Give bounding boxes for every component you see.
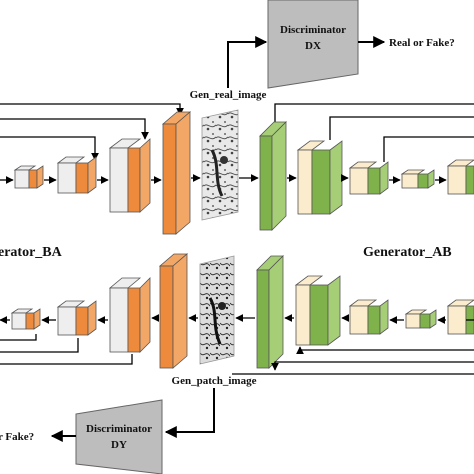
skip-bottom-5 xyxy=(271,361,474,371)
gen-patch-to-dy-arrow xyxy=(164,388,215,438)
discriminator-dx-shape xyxy=(267,0,359,89)
skip-bottom-4 xyxy=(296,346,474,355)
skip-top-5 xyxy=(329,116,474,140)
top-green-block-1 xyxy=(296,140,343,215)
skip-bottom-3 xyxy=(0,354,133,365)
skip-top-4 xyxy=(274,103,474,122)
gen-real-to-dx-arrow xyxy=(227,36,268,88)
bottom-orange-layer-tall xyxy=(158,253,189,369)
gen-patch-image-label: Gen_patch_image xyxy=(172,375,257,387)
skip-top-1 xyxy=(0,103,184,116)
skip-top-3 xyxy=(0,136,99,161)
generator-ab-label: Generator_AB xyxy=(363,245,452,260)
top-green-block-2 xyxy=(348,161,389,195)
skip-top-2 xyxy=(0,118,149,140)
top-orange-block-1 xyxy=(13,165,44,189)
top-orange-layer-tall xyxy=(161,111,192,235)
discriminator-dx-subtitle: DX xyxy=(305,40,321,52)
discriminator-dy-title: Discriminator xyxy=(86,423,152,435)
skip-bottom-1 xyxy=(0,334,37,341)
discriminator-dy-shape xyxy=(75,399,163,474)
top-orange-block-3 xyxy=(108,138,151,213)
top-green-block-4-partial xyxy=(446,159,474,195)
real-or-fake-top: Real or Fake? xyxy=(389,37,455,49)
bottom-green-block-4-partial xyxy=(446,299,474,335)
gen-real-image-thumbnail xyxy=(201,109,239,221)
bottom-orange-block-2 xyxy=(56,300,97,336)
gen-real-image-label: Gen_real_image xyxy=(190,89,267,101)
discriminator-dx: Discriminator DX xyxy=(267,0,359,89)
top-green-layer-tall xyxy=(259,121,287,231)
discriminator-dx-title: Discriminator xyxy=(280,24,346,36)
discriminator-dy-subtitle: DY xyxy=(111,439,127,451)
bottom-orange-block-1 xyxy=(10,308,41,330)
bottom-orange-block-3 xyxy=(108,277,151,353)
discriminator-dy: Discriminator DY xyxy=(75,399,163,474)
skip-top-6 xyxy=(383,136,474,162)
generator-ba-label: erator_BA xyxy=(0,245,63,260)
bottom-green-block-1 xyxy=(294,275,341,346)
skip-bottom-2 xyxy=(0,338,79,353)
gen-patch-image-thumbnail xyxy=(199,255,235,365)
top-green-block-3 xyxy=(400,169,435,189)
real-or-fake-bottom: r Fake? xyxy=(0,431,34,443)
bottom-green-layer-tall xyxy=(256,255,284,369)
bottom-green-block-3 xyxy=(404,309,437,329)
top-orange-block-2 xyxy=(56,156,97,194)
bottom-green-block-2 xyxy=(348,299,389,335)
